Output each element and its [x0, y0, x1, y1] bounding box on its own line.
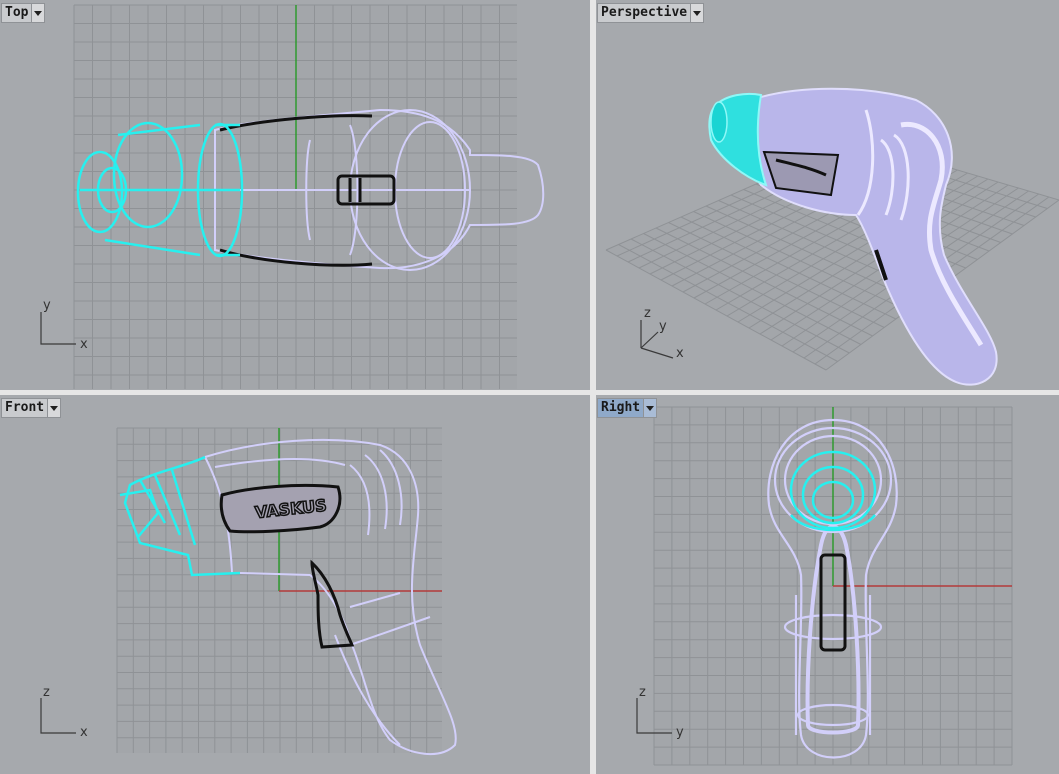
axis-triad: [40, 312, 76, 345]
viewport-menu-dropdown-icon[interactable]: [47, 399, 61, 417]
viewport-title-label: Right: [601, 400, 641, 415]
axis-label-y: y: [659, 319, 667, 334]
viewport-title-label: Front: [5, 400, 45, 415]
axis-label-z: z: [43, 685, 50, 700]
right-view-canvas[interactable]: z y: [596, 395, 1059, 774]
model-logo-plate: VASKUS: [219, 483, 342, 534]
axis-triad: [636, 698, 672, 734]
model-nose-wireframe: [789, 450, 877, 532]
model-body-wireframe: [204, 438, 457, 756]
model-trigger: [310, 559, 355, 649]
axis-triad: [640, 320, 674, 359]
axis-label-z: z: [639, 685, 646, 700]
viewport-right[interactable]: Right z y: [596, 395, 1059, 774]
viewport-perspective[interactable]: Perspective z y x: [596, 0, 1059, 390]
viewport-menu-dropdown-icon[interactable]: [31, 4, 45, 22]
model-trigger: [819, 553, 847, 652]
model-nose-wireframe: [76, 121, 244, 258]
viewport-title-perspective[interactable]: Perspective: [597, 3, 705, 23]
model-body-wireframe: [767, 418, 898, 759]
model-nose-wireframe: [119, 455, 241, 577]
grid-plane: [606, 140, 1059, 370]
viewport-title-label: Top: [5, 5, 29, 20]
viewport-title-label: Perspective: [601, 5, 688, 20]
axis-label-x: x: [80, 337, 88, 352]
axis-label-x: x: [80, 725, 88, 740]
viewport-front[interactable]: Front VASKUS z: [0, 395, 590, 774]
viewport-title-top[interactable]: Top: [1, 3, 46, 23]
axis-triad: [40, 698, 76, 734]
viewport-top[interactable]: Top: [0, 0, 590, 390]
front-view-canvas[interactable]: VASKUS z x: [0, 395, 590, 774]
viewport-menu-dropdown-icon[interactable]: [643, 399, 657, 417]
grid-line: [748, 178, 989, 329]
viewport-title-right[interactable]: Right: [597, 398, 658, 418]
axis-label-x: x: [676, 346, 684, 361]
model-body-wireframe: [214, 108, 545, 271]
viewport-menu-dropdown-icon[interactable]: [690, 4, 704, 22]
axis-label-y: y: [676, 725, 684, 740]
perspective-view-canvas[interactable]: z y x: [596, 0, 1059, 390]
perspective-grid: [605, 139, 1059, 371]
model-shaded-nose: [708, 92, 768, 187]
axis-label-y: y: [43, 298, 51, 313]
model-shaded-body: [744, 87, 998, 386]
axis-label-z: z: [644, 306, 651, 321]
viewport-title-front[interactable]: Front: [1, 398, 62, 418]
top-view-canvas[interactable]: y x: [0, 0, 590, 390]
